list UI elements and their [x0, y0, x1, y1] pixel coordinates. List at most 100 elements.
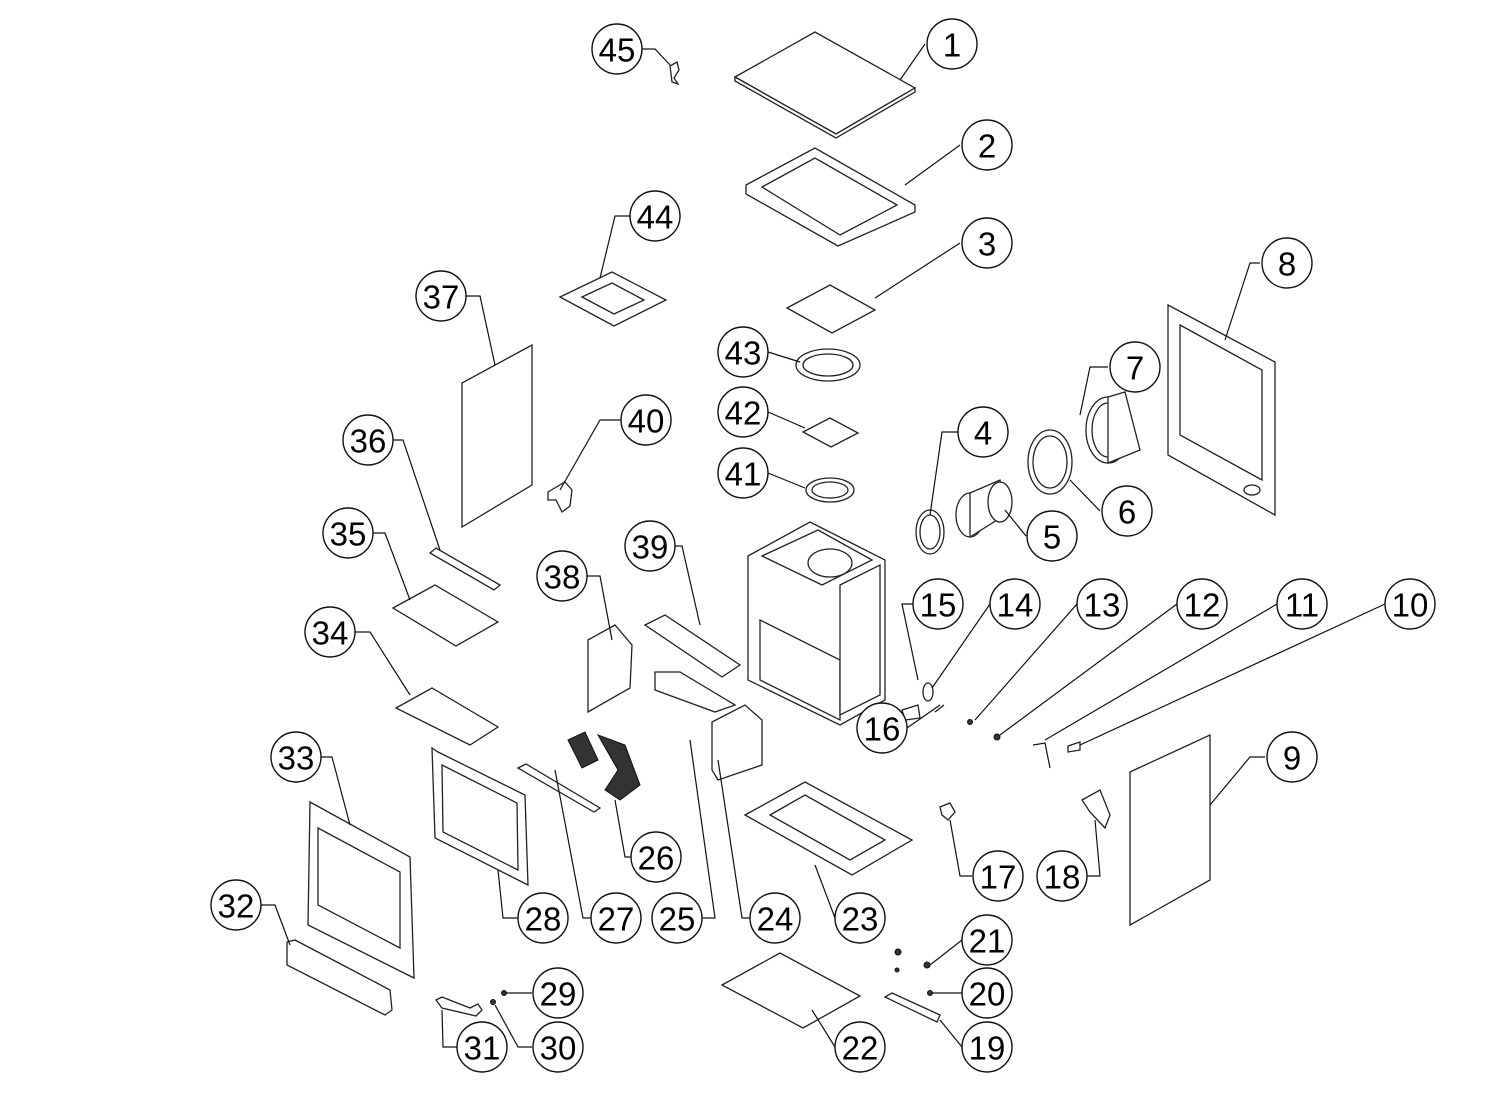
- callout-44[interactable]: 44: [599, 190, 681, 279]
- callout-22[interactable]: 22: [811, 1009, 886, 1073]
- callout-9[interactable]: 9: [1209, 731, 1318, 806]
- callout-23[interactable]: 23: [814, 864, 886, 944]
- part-17-knob[interactable]: [939, 802, 956, 821]
- part-26-logs[interactable]: [567, 731, 641, 801]
- callout-25[interactable]: 25: [651, 739, 716, 944]
- callout-26[interactable]: 26: [614, 799, 682, 883]
- part-19-bracket[interactable]: [883, 992, 941, 1023]
- part-23-base-frame[interactable]: [743, 781, 914, 876]
- callout-6[interactable]: 6: [1069, 479, 1153, 537]
- callout-40[interactable]: 40: [559, 394, 672, 491]
- callout-17[interactable]: 17: [949, 819, 1024, 902]
- part-33-front-frame[interactable]: [307, 800, 415, 980]
- part-45-clip[interactable]: [669, 61, 680, 86]
- part-41-gasket[interactable]: [805, 477, 855, 503]
- callout-bubble: [620, 394, 672, 446]
- part-25-panel[interactable]: [654, 671, 737, 713]
- part-21-screw[interactable]: [923, 961, 931, 969]
- callout-8[interactable]: 8: [1224, 237, 1313, 341]
- callout-20[interactable]: 20: [932, 967, 1013, 1019]
- part-2-frame[interactable]: [745, 147, 916, 247]
- callout-36[interactable]: 36: [342, 414, 441, 551]
- part-44-panel[interactable]: [558, 271, 668, 327]
- callout-4[interactable]: 4: [929, 406, 1009, 516]
- callout-21[interactable]: 21: [929, 914, 1013, 966]
- callout-39[interactable]: 39: [624, 520, 701, 626]
- callout-42[interactable]: 42: [717, 386, 806, 438]
- callout-11[interactable]: 11: [1044, 578, 1328, 741]
- part-39-plate[interactable]: [643, 614, 742, 678]
- callout-10[interactable]: 10: [1079, 578, 1436, 746]
- part-1-top-plate[interactable]: [733, 31, 917, 139]
- callout-31[interactable]: 31: [441, 1009, 508, 1073]
- callout-number: 28: [525, 901, 562, 938]
- part-42-plate[interactable]: [801, 417, 860, 448]
- callout-35[interactable]: 35: [322, 507, 411, 601]
- part-34-tray[interactable]: [394, 687, 500, 746]
- part-16-pin[interactable]: [934, 704, 945, 713]
- part-32-ash-lip[interactable]: [286, 939, 393, 1016]
- part-3-plate[interactable]: [785, 284, 877, 334]
- callout-41[interactable]: 41: [717, 447, 806, 499]
- callout-13[interactable]: 13: [974, 578, 1128, 721]
- callout-16[interactable]: 16: [856, 702, 941, 754]
- callout-bubble: [591, 23, 643, 75]
- part-6-gasket[interactable]: [1027, 429, 1073, 495]
- callout-15[interactable]: 15: [901, 578, 964, 681]
- callout-28[interactable]: 28: [497, 869, 569, 944]
- callout-12[interactable]: 12: [999, 578, 1228, 736]
- part-35-burner-plate[interactable]: [391, 584, 500, 647]
- callout-14[interactable]: 14: [931, 578, 1041, 689]
- callout-2[interactable]: 2: [904, 119, 1013, 186]
- callout-number: 20: [969, 976, 1006, 1013]
- callout-27[interactable]: 27: [554, 769, 642, 944]
- leader-line: [355, 631, 411, 696]
- callout-24[interactable]: 24: [717, 759, 801, 944]
- part-40-bracket[interactable]: [547, 481, 573, 513]
- callout-38[interactable]: 38: [536, 550, 613, 641]
- part-18-bracket[interactable]: [1081, 789, 1111, 830]
- callout-5[interactable]: 5: [1004, 509, 1078, 562]
- callout-7[interactable]: 7: [1079, 341, 1161, 416]
- part-4-gasket[interactable]: [915, 509, 945, 555]
- callout-3[interactable]: 3: [874, 217, 1013, 299]
- part-5-collar[interactable]: [955, 479, 1013, 539]
- callout-37[interactable]: 37: [415, 270, 496, 366]
- part-10-sensor[interactable]: [1067, 741, 1081, 753]
- leader-line: [767, 472, 806, 489]
- callout-43[interactable]: 43: [717, 326, 801, 378]
- part-7-collar[interactable]: [1085, 391, 1141, 464]
- callout-number: 4: [974, 415, 992, 452]
- part-14-gasket[interactable]: [922, 682, 934, 702]
- part-13-fitting[interactable]: [967, 719, 973, 725]
- callout-33[interactable]: 33: [270, 731, 351, 826]
- callout-30[interactable]: 30: [494, 1004, 584, 1073]
- callout-18[interactable]: 18: [1036, 819, 1101, 902]
- part-38-baffle[interactable]: [587, 624, 633, 714]
- part-43-gasket[interactable]: [795, 348, 861, 382]
- callout-19[interactable]: 19: [939, 1019, 1013, 1073]
- part-8-back-panel[interactable]: [1167, 303, 1276, 517]
- part-22-plate[interactable]: [720, 952, 862, 1029]
- part-9-side-panel[interactable]: [1129, 733, 1211, 927]
- leader-line: [949, 819, 972, 877]
- callout-45[interactable]: 45: [591, 23, 671, 75]
- part-24-bracket[interactable]: [711, 704, 763, 781]
- callout-bubble: [972, 850, 1024, 902]
- part-20-nut[interactable]: [927, 990, 933, 996]
- firebox-body[interactable]: [747, 521, 886, 726]
- callout-32[interactable]: 32: [210, 879, 291, 946]
- part-30-washer[interactable]: [490, 999, 496, 1005]
- callout-bubble: [210, 879, 262, 931]
- part-11-thermocouple[interactable]: [1032, 742, 1051, 769]
- part-37-side-panel[interactable]: [461, 343, 533, 529]
- callout-number: 6: [1118, 494, 1136, 531]
- part-28-glass-door[interactable]: [431, 746, 529, 887]
- part-31-handle[interactable]: [435, 996, 483, 1017]
- part-12-fitting[interactable]: [993, 733, 1001, 741]
- callout-1[interactable]: 1: [899, 18, 978, 81]
- callout-34[interactable]: 34: [304, 606, 411, 696]
- part-36-rail[interactable]: [428, 547, 502, 591]
- callout-29[interactable]: 29: [505, 967, 584, 1019]
